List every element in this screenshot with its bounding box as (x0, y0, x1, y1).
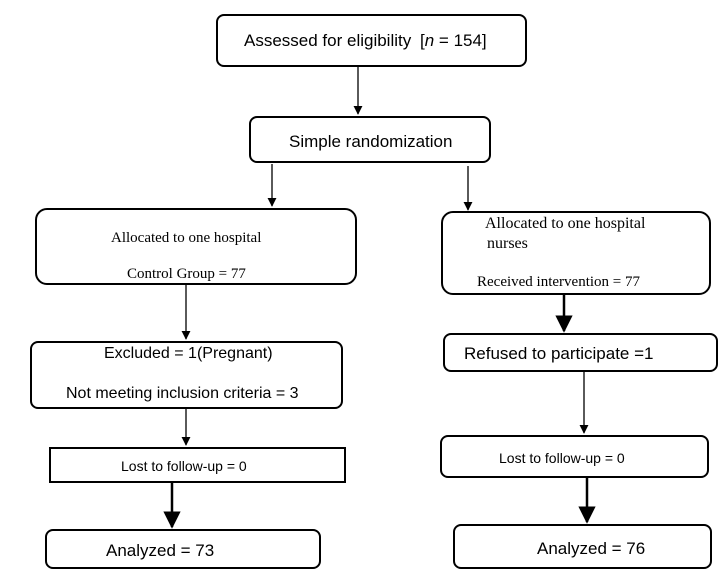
intervention-analyzed-label: Analyzed = 76 (537, 539, 646, 558)
control-lost-box: Lost to follow-up = 0 (49, 447, 346, 483)
control-not-meeting-label: Not meeting inclusion criteria = 3 (66, 385, 299, 402)
eligibility-text: Assessed for eligibility (244, 31, 412, 50)
eligibility-n-value: = 154] (438, 31, 487, 50)
intervention-refused-label: Refused to participate =1 (464, 344, 654, 363)
intervention-refused-box: Refused to participate =1 (443, 333, 718, 372)
eligibility-box: Assessed for eligibility [n = 154] (216, 14, 527, 67)
intervention-allocated-line2: nurses (487, 235, 528, 252)
eligibility-bracket: [ (419, 31, 425, 50)
control-excluded-label: Excluded = 1(Pregnant) (104, 345, 273, 362)
control-group-label: Control Group = 77 (127, 266, 246, 282)
control-analyzed-box: Analyzed = 73 (45, 529, 321, 569)
control-analyzed-label: Analyzed = 73 (106, 541, 215, 560)
randomization-box: Simple randomization (249, 116, 491, 163)
intervention-analyzed-box: Analyzed = 76 (453, 524, 712, 569)
eligibility-n-var: n (424, 31, 435, 50)
control-allocation-box: Allocated to one hospital Control Group … (35, 208, 357, 285)
intervention-allocation-box: Allocated to one hospital nurses Receive… (441, 211, 711, 295)
randomization-label: Simple randomization (289, 132, 453, 151)
intervention-lost-label: Lost to follow-up = 0 (499, 450, 625, 466)
control-allocated-label: Allocated to one hospital (111, 230, 262, 246)
intervention-allocated-line1: Allocated to one hospital (485, 215, 646, 232)
eligibility-label: Assessed for eligibility [n = 154] (244, 31, 487, 51)
intervention-received-label: Received intervention = 77 (477, 274, 640, 290)
control-excluded-box: Excluded = 1(Pregnant) Not meeting inclu… (30, 341, 343, 409)
intervention-lost-box: Lost to follow-up = 0 (440, 435, 709, 478)
control-lost-label: Lost to follow-up = 0 (121, 458, 247, 474)
